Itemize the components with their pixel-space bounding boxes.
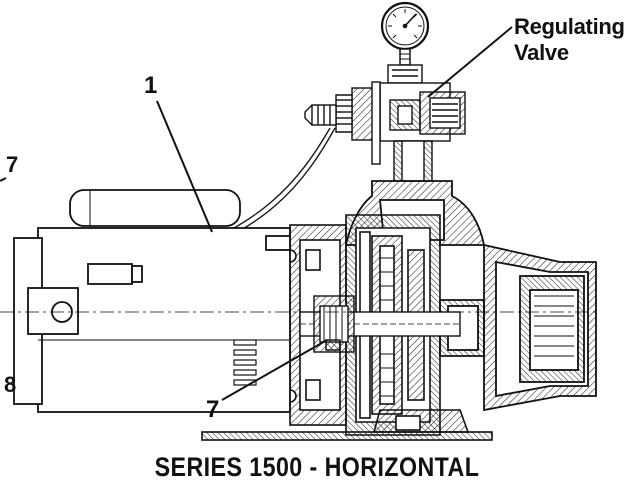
- leader-lines: [0, 26, 513, 401]
- edge-callout-7: 7: [6, 152, 18, 177]
- leader-callout-7: [221, 339, 328, 401]
- pump-base: [201, 409, 493, 441]
- leader-edge-7: [0, 177, 7, 182]
- regulating-valve-label-line2: Valve: [514, 40, 569, 65]
- pressure-gauge: [380, 1, 430, 66]
- diagram-caption: SERIES 1500 - HORIZONTAL: [154, 452, 480, 482]
- callout-1: 1: [144, 72, 158, 99]
- leader-callout-1: [156, 100, 213, 233]
- callout-7: 7: [206, 396, 220, 423]
- regulating-valve: [304, 64, 466, 182]
- regulating-valve-label-line1: Regulating: [514, 14, 625, 39]
- motor: [0, 189, 600, 413]
- leader-regulating-valve: [427, 26, 513, 98]
- pump-casing: [344, 180, 597, 412]
- edge-callout-8: 8: [4, 372, 16, 397]
